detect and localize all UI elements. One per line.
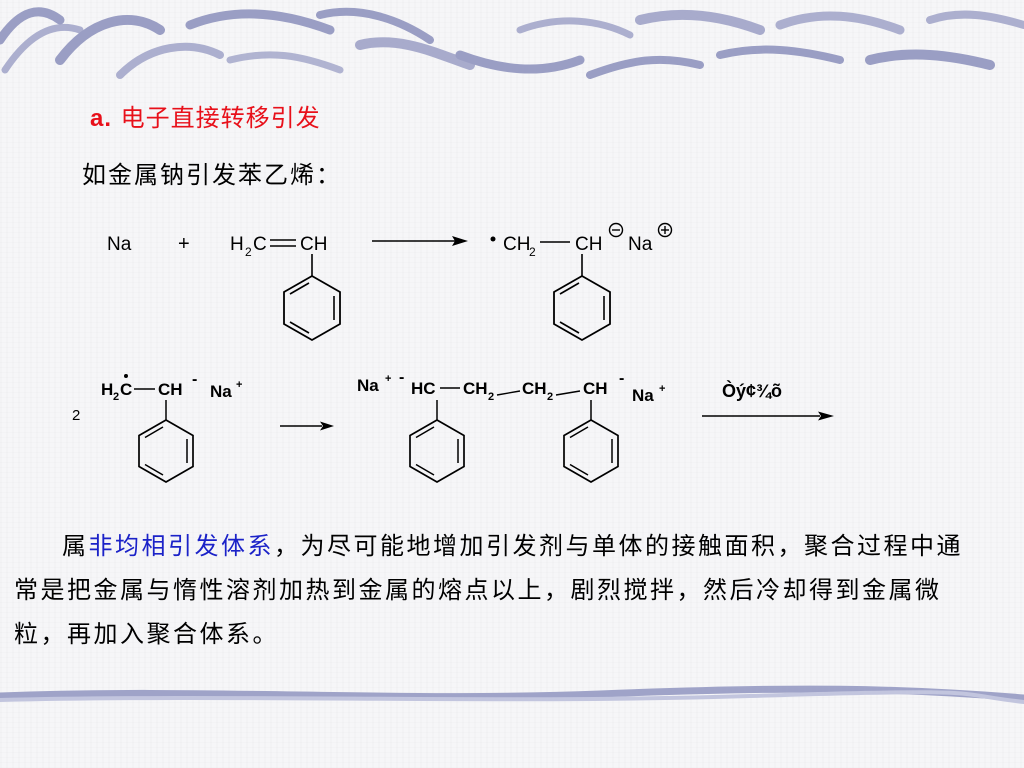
mid-ch: CH [583,379,608,398]
coefficient-2: 2 [72,407,80,424]
para-highlight: 非均相引发体系 [88,532,274,560]
reaction-2: 2 H 2 C CH - Na + Na + - HC CH 2 CH [72,369,834,483]
mid-bond-2 [496,390,521,396]
mid-hc: HC [411,379,436,398]
section-heading: a. 电子直接转移引发 [90,98,321,133]
benzene-ring-3 [138,419,194,483]
heading-letter: a. [90,105,113,132]
reaction-arrow-1 [372,236,468,246]
left-radical-dot [124,374,128,378]
monomer-c: C [253,234,267,255]
sodium-label: Na [107,234,132,255]
top-decorative-band [0,7,1024,79]
mid-sub-b: 2 [547,391,553,403]
product-ch2: CH [503,234,530,255]
mid-na-2: Na [632,386,654,405]
benzene-ring-4 [409,419,465,483]
left-na: Na [210,382,232,401]
explanation-paragraph: 属非均相引发体系，为尽可能地增加引发剂与单体的接触面积，聚合过程中通常是把金属与… [14,524,974,656]
arrow-3-label: Òý¢¾õ [722,380,782,401]
product-na: Na [628,234,653,255]
benzene-ring-5 [563,419,619,483]
mid-minus-2: - [619,370,624,387]
mid-ch2-a: CH [463,379,488,398]
reaction-scheme: Na + H 2 C CH CH 2 CH Na [72,222,834,483]
left-sub2: 2 [113,391,119,403]
mid-plus-1: + [385,373,391,385]
para-prefix: 属 [62,532,89,560]
product-sub2: 2 [529,245,536,259]
mid-minus-1: - [399,369,404,386]
plus-circle-icon [657,222,673,238]
monomer-h: H [230,234,244,255]
reaction-1: Na + H 2 C CH CH 2 CH Na [107,222,673,342]
heading-text: 电子直接转移引发 [120,104,321,132]
radical-dot [490,236,496,242]
benzene-ring-2 [553,274,611,342]
monomer-ch: CH [300,234,327,255]
mid-sub-a: 2 [488,391,494,403]
bottom-decorative-band [0,685,1024,704]
mid-ch2-b: CH [522,379,547,398]
para-rest: ，为尽可能地增加引发剂与单体的接触面积，聚合过程中通常是把金属与惰性溶剂加热到金… [14,532,963,648]
left-na-plus: + [236,379,242,391]
reaction-arrow-3 [702,411,834,421]
left-ch: CH [158,380,183,399]
monomer-sub2: 2 [245,245,252,259]
minus-circle-icon [608,222,624,238]
reaction-arrow-2 [280,421,334,431]
left-h: H [101,380,113,399]
left-c: C [120,380,132,399]
benzene-ring-1 [283,274,341,342]
mid-plus-2: + [659,383,665,395]
plus-sign: + [178,233,190,255]
left-minus: - [192,371,197,388]
intro-line: 如金属钠引发苯乙烯： [82,161,342,189]
mid-bond-3 [555,390,581,396]
product-ch: CH [575,234,602,255]
mid-na-1: Na [357,376,379,395]
